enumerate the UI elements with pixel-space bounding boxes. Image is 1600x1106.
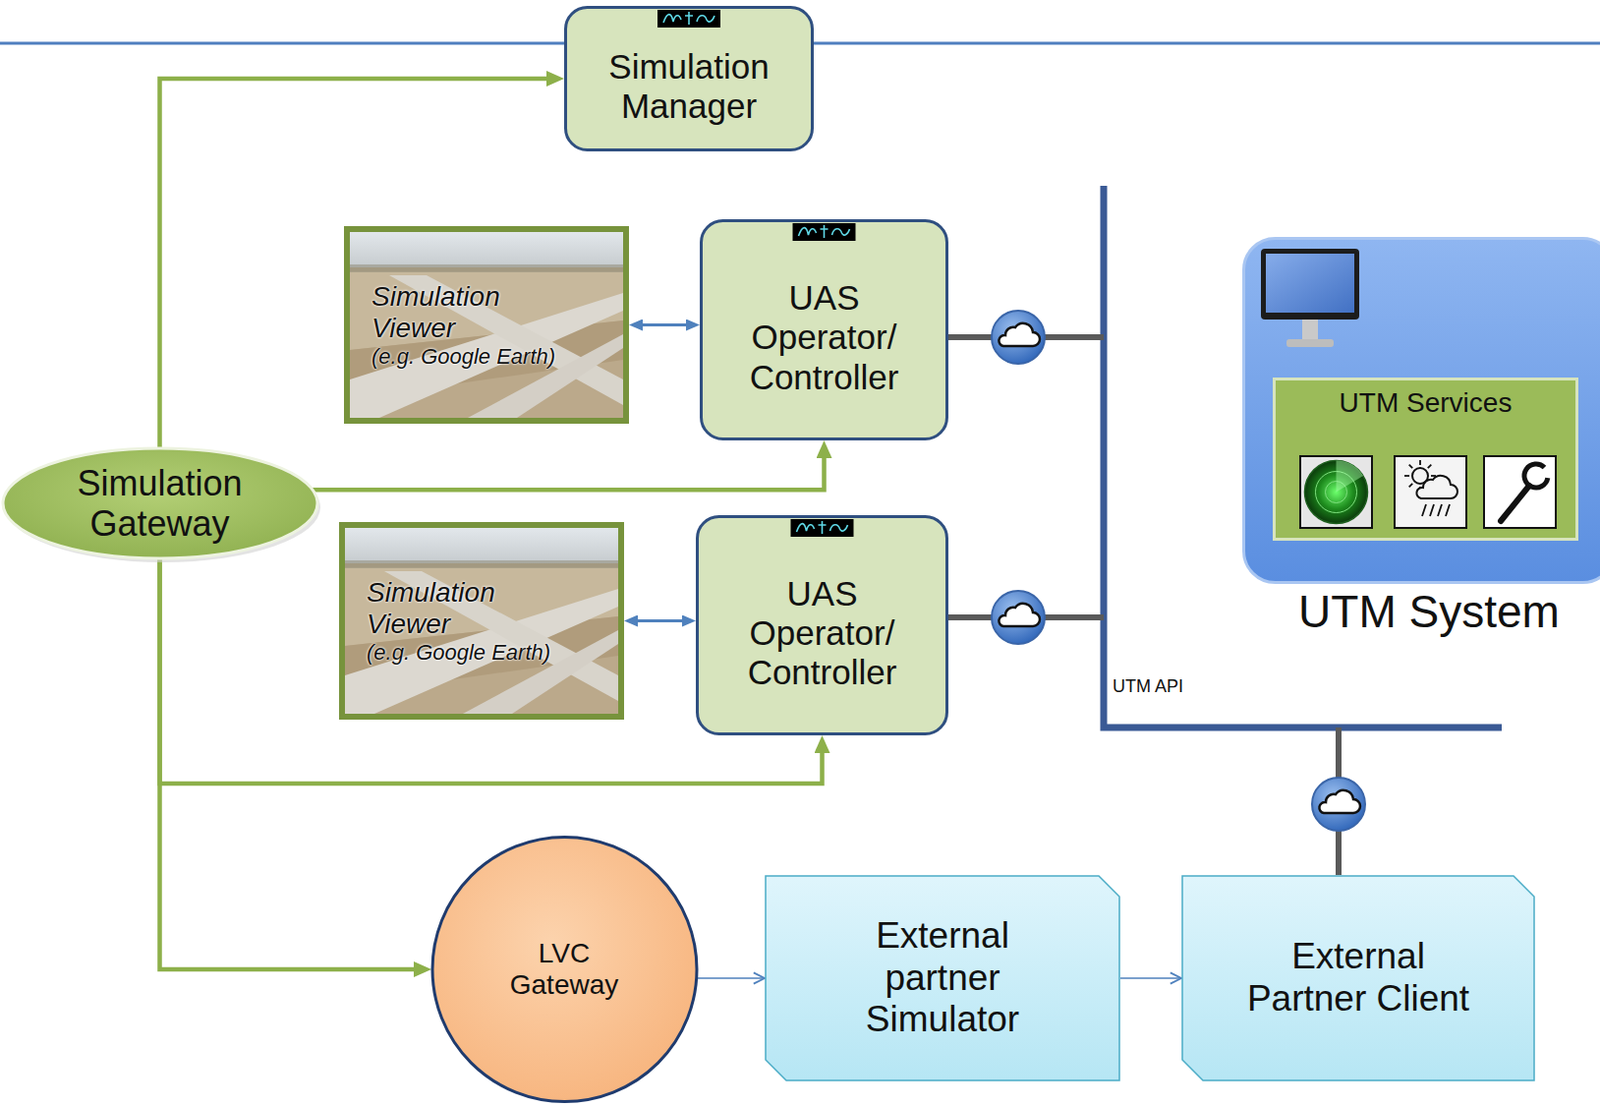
- connector-arrow: [637, 619, 683, 623]
- node-title: External partner Simulator: [844, 914, 1041, 1041]
- node-title: External Partner Client: [1230, 935, 1486, 1020]
- monitor-icon: [1260, 248, 1360, 347]
- logo-mark: [793, 223, 857, 241]
- node-title: Simulation Viewer: [371, 281, 539, 344]
- logo-mark: [657, 9, 721, 28]
- node-note: (e.g. Google Earth): [366, 639, 551, 665]
- node-title: UTM System: [1298, 585, 1560, 638]
- network-link: [1312, 727, 1366, 875]
- partner-box: External Partner Client: [1181, 874, 1536, 1082]
- node-title: Simulation Gateway: [61, 462, 259, 545]
- viewer-panel: Simulation Viewer(e.g. Google Earth): [343, 226, 629, 424]
- landscape-photo: [349, 231, 624, 418]
- radar-icon: [1300, 456, 1372, 528]
- node-title: UTM Services: [1339, 387, 1513, 419]
- wrench-icon: [1484, 456, 1556, 528]
- process-box: UAS Operator/ Controller: [695, 514, 949, 736]
- viewer-panel: Simulation Viewer(e.g. Google Earth): [339, 521, 625, 720]
- weather-icon: [1394, 456, 1467, 528]
- node-title: Simulation Manager: [590, 47, 788, 127]
- node-title: Simulation Viewer: [366, 576, 534, 640]
- connector-arrow: [696, 976, 765, 979]
- node-title: LVC Gateway: [490, 937, 638, 1001]
- gateway-circle: LVC Gateway: [430, 835, 699, 1103]
- node-note: (e.g. Google Earth): [371, 343, 556, 369]
- system-panel: UTM SystemUTM Services: [1242, 236, 1600, 584]
- connector-arrow: [642, 323, 686, 327]
- network-link: [948, 590, 1104, 644]
- node-title: UAS Operator/ Controller: [726, 573, 918, 693]
- landscape-photo: [344, 527, 619, 714]
- process-box: UAS Operator/ Controller: [699, 219, 949, 441]
- process-box: Simulation Manager: [564, 5, 814, 152]
- network-link: [948, 310, 1104, 364]
- connector-arrow: [1120, 976, 1182, 979]
- gateway-ellipse: Simulation Gateway: [0, 446, 320, 561]
- partner-box: External partner Simulator: [764, 874, 1121, 1082]
- connector-arrow: [311, 457, 824, 490]
- service-box: UTM Services: [1272, 377, 1579, 541]
- logo-mark: [791, 518, 855, 537]
- bus-label: UTM API: [1112, 676, 1184, 697]
- node-title: UAS Operator/ Controller: [728, 278, 920, 398]
